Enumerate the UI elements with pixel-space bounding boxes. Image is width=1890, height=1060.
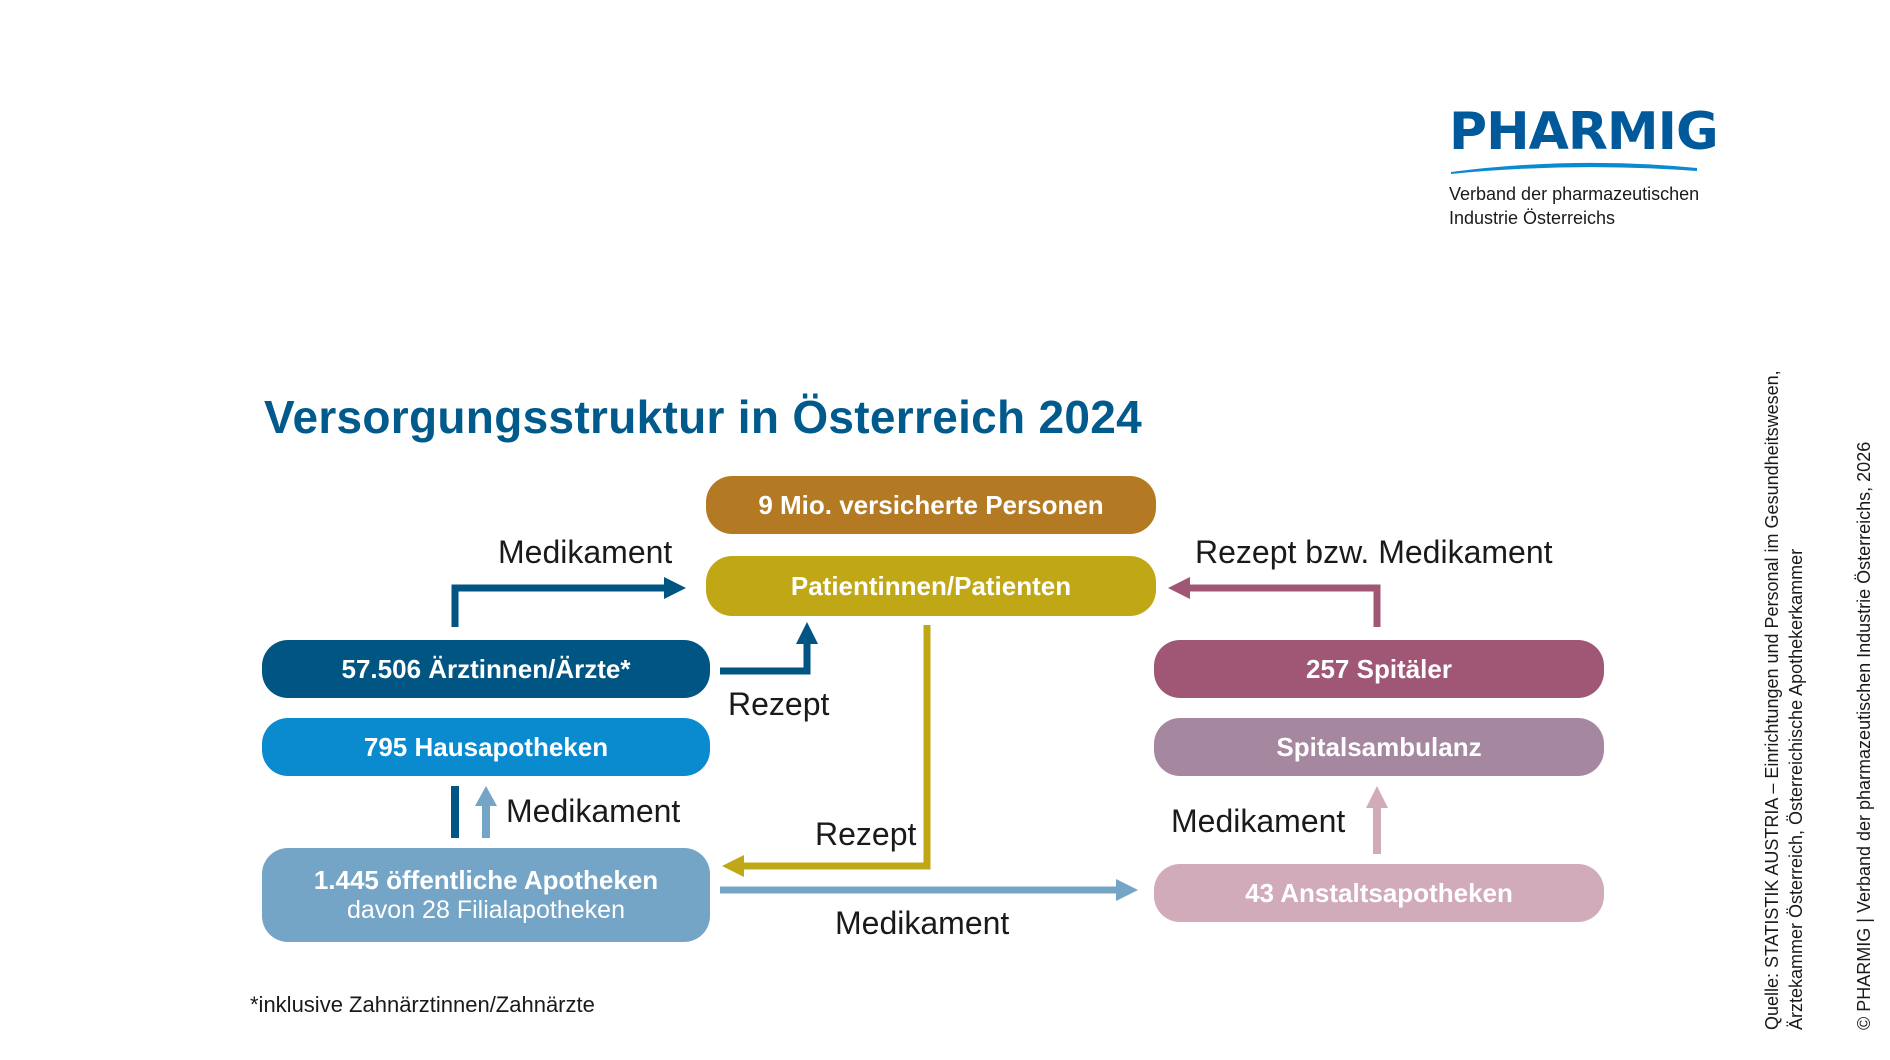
copyright-note: © PHARMIG | Verband der pharmazeutischen… <box>1854 441 1874 1030</box>
logo-subline-1: Verband der pharmazeutischen <box>1449 184 1700 204</box>
arrow-pharmacy-to-dispensing-medication <box>475 786 497 838</box>
label-hospital-pharmacy-to-outpatient: Medikament <box>1171 803 1346 839</box>
box-hospital-pharmacies: 43 Anstaltsapotheken <box>1154 864 1604 922</box>
box-outpatient-clinic-label: Spitalsambulanz <box>1276 731 1482 762</box>
label-patients-to-pharmacy: Rezept <box>815 816 917 852</box>
source-line-1: Quelle: STATISTIK AUSTRIA – Einrichtunge… <box>1762 370 1782 1030</box>
logo-subline-2: Industrie Österreichs <box>1449 208 1616 228</box>
box-doctors-label: 57.506 Ärztinnen/Ärzte* <box>341 653 631 684</box>
arrow-hospitals-to-patients <box>1168 577 1381 627</box>
box-hospitals-label: 257 Spitäler <box>1306 653 1452 684</box>
box-public-pharmacies-label: 1.445 öffentliche Apotheken <box>313 865 659 895</box>
box-outpatient-clinic: Spitalsambulanz <box>1154 718 1604 776</box>
label-doctors-to-patients: Medikament <box>498 534 673 570</box>
box-dispensing-doctors-label: 795 Hausapotheken <box>363 731 609 762</box>
box-insured-persons: 9 Mio. versicherte Personen <box>706 476 1156 534</box>
logo-swoosh <box>1451 162 1697 174</box>
box-public-pharmacies-sublabel: davon 28 Filialapotheken <box>347 896 625 924</box>
box-doctors: 57.506 Ärztinnen/Ärzte* <box>262 640 710 698</box>
arrow-doctors-prescription <box>720 622 818 675</box>
arrow-patients-to-pharmacy-prescription <box>722 625 931 877</box>
box-insured-persons-label: 9 Mio. versicherte Personen <box>758 489 1104 520</box>
box-patients: Patientinnen/Patienten <box>706 556 1156 616</box>
box-hospital-pharmacies-label: 43 Anstaltsapotheken <box>1245 877 1513 908</box>
source-note: Quelle: STATISTIK AUSTRIA – Einrichtunge… <box>1760 370 1808 1030</box>
label-pharmacy-to-hospital-pharmacy: Medikament <box>835 905 1010 941</box>
box-public-pharmacies: 1.445 öffentliche Apotheken davon 28 Fil… <box>262 848 710 942</box>
box-hospitals: 257 Spitäler <box>1154 640 1604 698</box>
label-pharmacy-to-dispensing: Medikament <box>506 793 681 829</box>
box-patients-label: Patientinnen/Patienten <box>790 570 1072 601</box>
logo-wordmark: PHARMIG <box>1449 102 1719 162</box>
label-doctors-prescription: Rezept <box>728 686 830 722</box>
footnote: *inklusive Zahnärztinnen/Zahnärzte <box>250 992 595 1017</box>
arrow-pharmacy-to-hospital-pharmacy <box>720 879 1138 901</box>
arrow-doctors-to-patients-medication <box>451 577 686 627</box>
label-hospitals-to-patients: Rezept bzw. Medikament <box>1195 534 1553 570</box>
arrow-hospital-pharmacy-to-outpatient <box>1366 786 1388 854</box>
box-dispensing-doctors: 795 Hausapotheken <box>262 718 710 776</box>
pharmig-logo: PHARMIG Verband der pharmazeutischen Ind… <box>1449 102 1719 230</box>
page-title: Versorgungsstruktur in Österreich 2024 <box>264 391 1143 443</box>
source-line-2: Ärztekammer Österreich, Österreichische … <box>1786 548 1806 1030</box>
